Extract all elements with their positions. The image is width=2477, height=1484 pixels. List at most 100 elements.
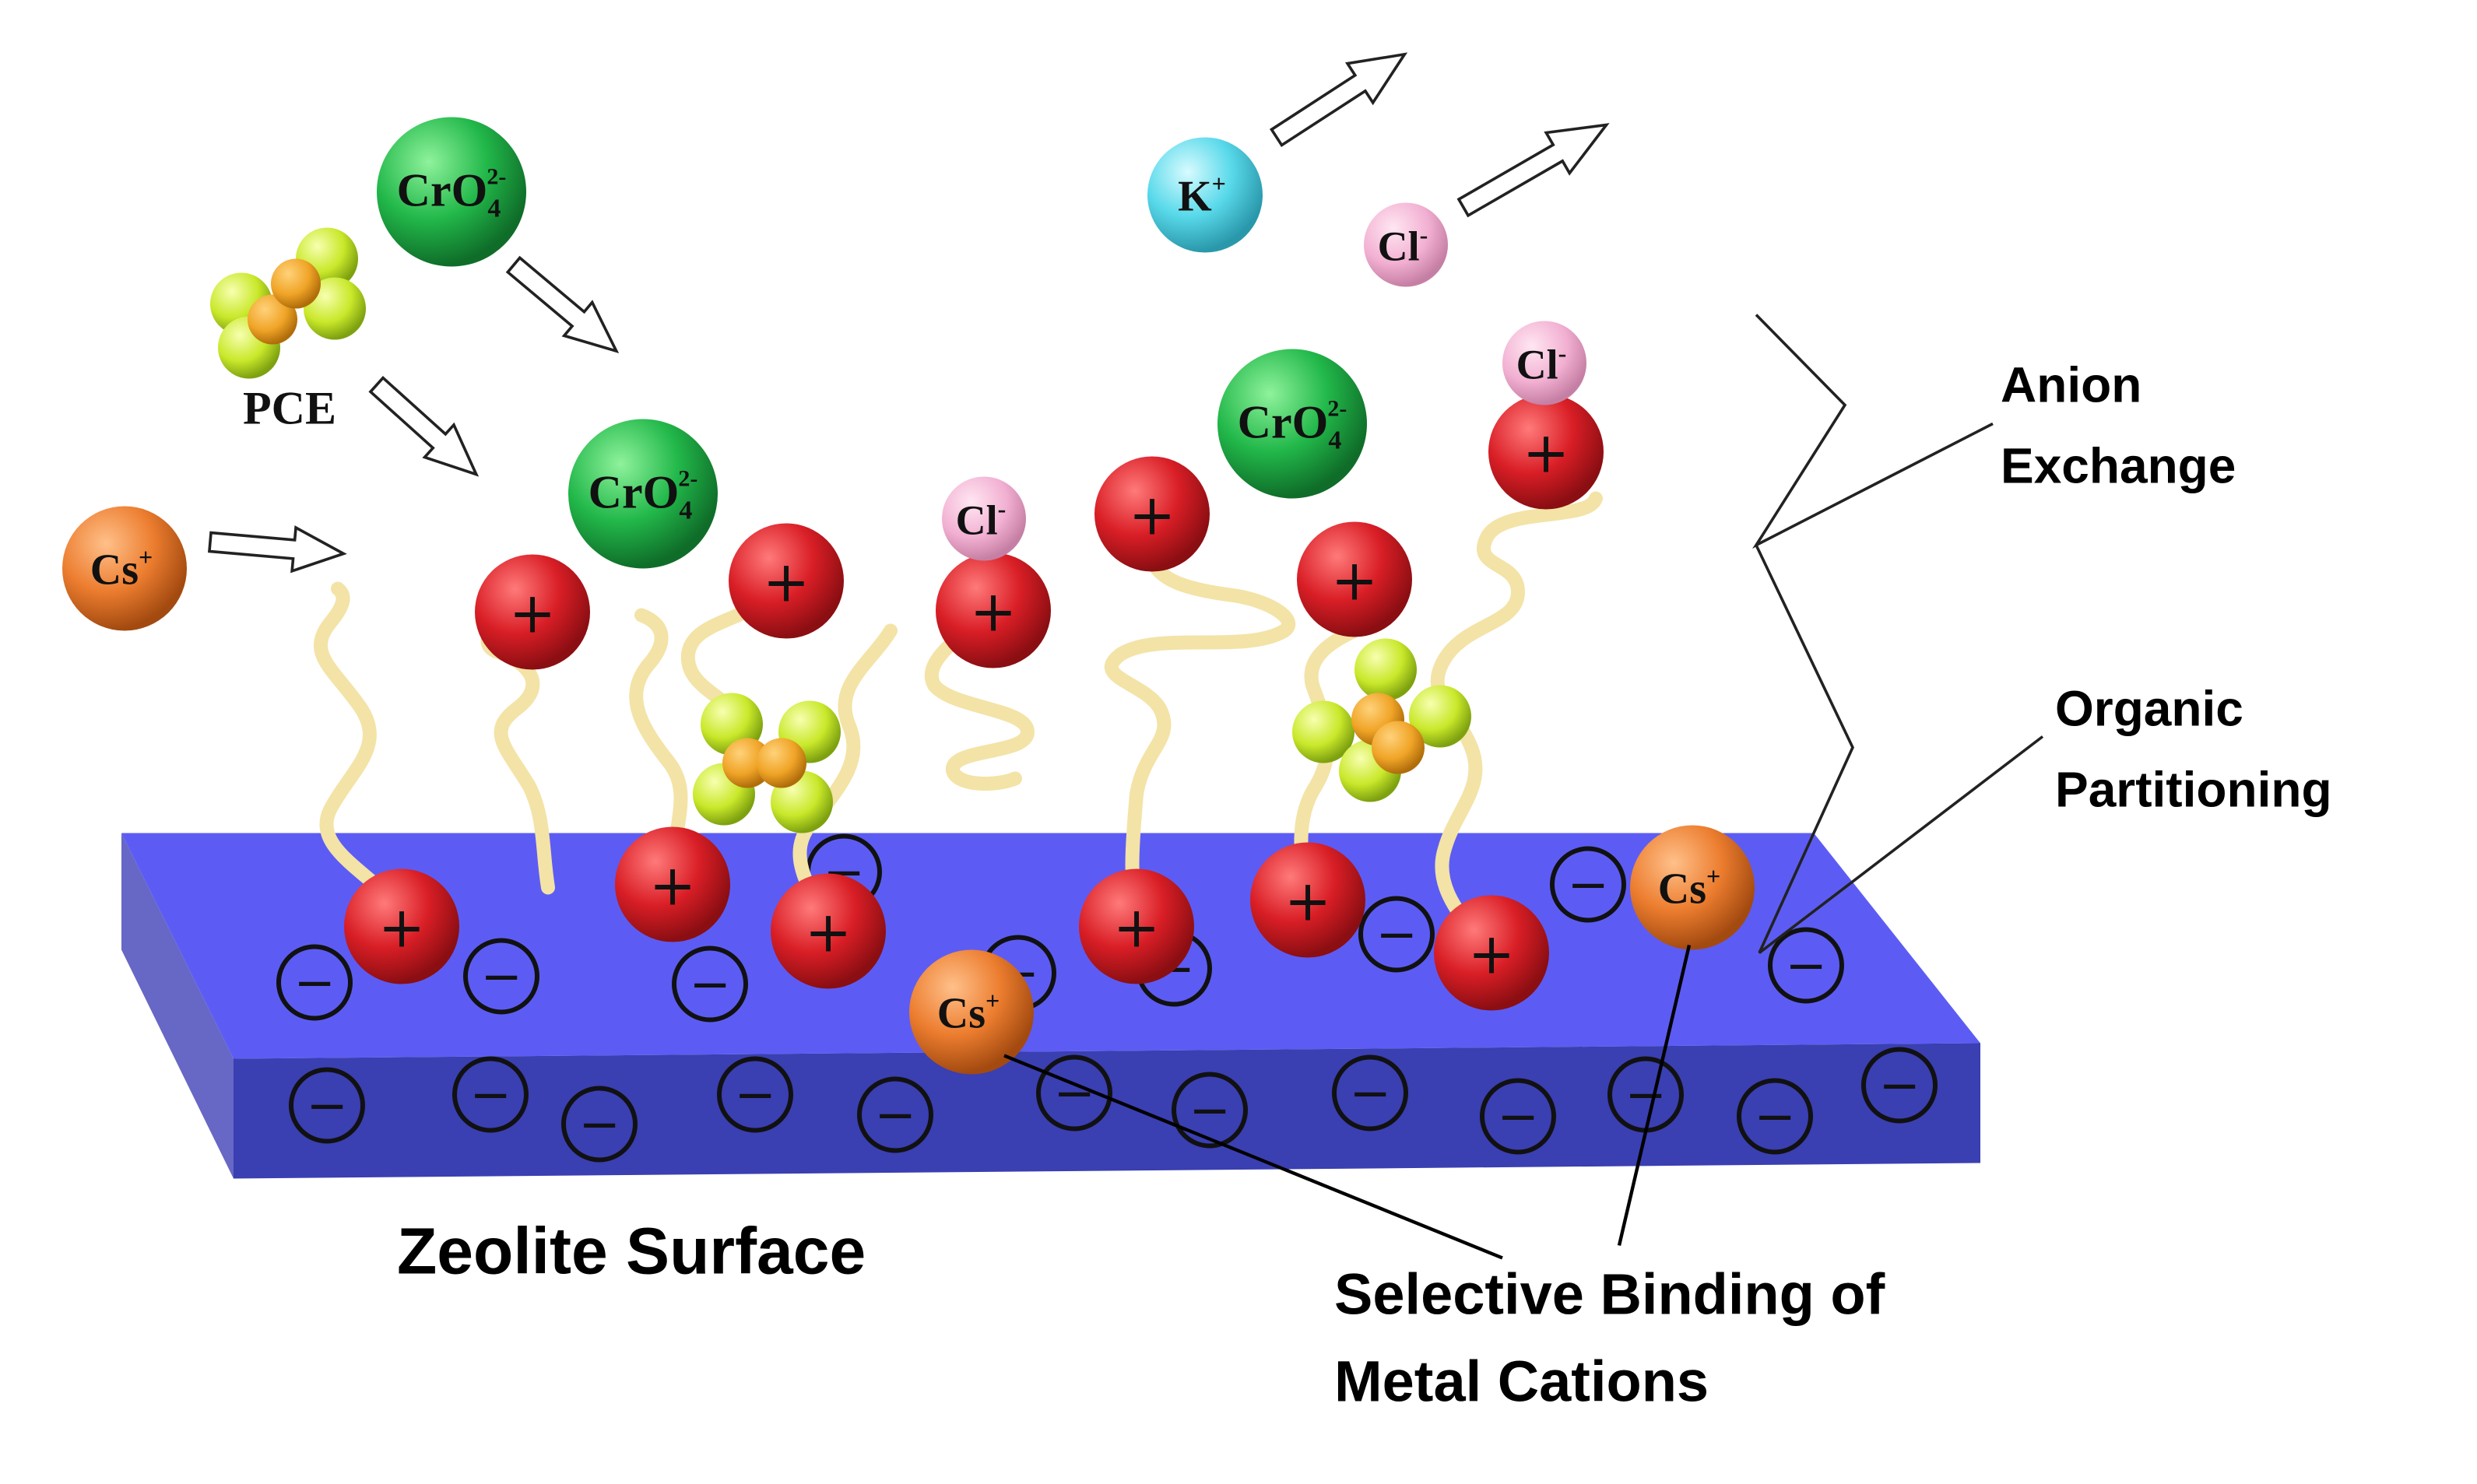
- svg-text:−: −: [1878, 1058, 1920, 1115]
- arrow-icon: [505, 255, 620, 353]
- negative-charge: −: [1480, 1078, 1556, 1155]
- surfactant-chain: [1430, 491, 1603, 957]
- negative-charge: −: [1737, 1078, 1813, 1155]
- cationic-head: +: [771, 873, 886, 989]
- svg-text:−: −: [1754, 1089, 1796, 1146]
- cesium-ion: Cs+: [1630, 825, 1755, 950]
- negative-charge: −: [717, 1056, 793, 1133]
- organic-partitioning-bracket: [1755, 544, 2044, 954]
- svg-text:+: +: [805, 900, 852, 965]
- zeolite-surface-label: Zeolite Surface: [397, 1215, 866, 1288]
- chromate-ion: CrO42-: [1217, 349, 1367, 499]
- svg-text:−: −: [1567, 857, 1609, 914]
- svg-text:−: −: [874, 1087, 916, 1145]
- svg-text:−: −: [578, 1096, 620, 1154]
- svg-text:+: +: [1523, 420, 1569, 486]
- svg-text:−: −: [469, 1067, 511, 1124]
- svg-text:Cl-: Cl-: [1378, 221, 1428, 270]
- cationic-head: +: [1250, 842, 1365, 958]
- arrow-icon: [208, 525, 347, 574]
- chloride-ion: Cl-: [1364, 202, 1448, 287]
- cesium-ion: Cs+: [909, 949, 1034, 1075]
- cationic-head: +: [1488, 394, 1604, 510]
- svg-text:−: −: [1785, 938, 1827, 995]
- svg-text:+: +: [1468, 921, 1515, 987]
- svg-text:+: +: [509, 581, 556, 646]
- svg-text:Cl-: Cl-: [1516, 339, 1567, 388]
- svg-text:+: +: [1284, 868, 1331, 934]
- svg-text:−: −: [306, 1078, 348, 1135]
- organic-partitioning-label: Organic Partitioning: [2055, 681, 2332, 818]
- surfactant-chain: [314, 581, 409, 918]
- svg-text:−: −: [480, 949, 522, 1006]
- pointer-line: [1003, 1054, 1503, 1260]
- cationic-head: +: [1079, 868, 1194, 984]
- chloride-ion: Cl-: [1502, 321, 1586, 405]
- pce-molecule-bound: [1292, 638, 1471, 802]
- potassium-ion: K+: [1147, 137, 1263, 253]
- pce-molecule-free: [210, 227, 366, 379]
- slab-side-face: [121, 833, 234, 1179]
- arrow-icon: [1269, 52, 1408, 148]
- cesium-ion: Cs+: [62, 506, 187, 631]
- pointer-line: [1617, 945, 1692, 1246]
- cationic-heads: + + + + + + + + + + + +: [344, 394, 1604, 1011]
- svg-text:+: +: [1113, 895, 1160, 960]
- flow-arrows: [208, 52, 1610, 574]
- svg-text:−: −: [734, 1067, 776, 1124]
- svg-text:−: −: [689, 956, 731, 1014]
- chromate-ion: CrO42-: [377, 117, 526, 267]
- cationic-head: +: [1297, 521, 1412, 637]
- cationic-head: +: [936, 553, 1051, 668]
- svg-text:+: +: [1331, 548, 1378, 613]
- negative-charge: −: [1036, 1054, 1112, 1131]
- pce-molecule-bound: [693, 693, 841, 833]
- negative-charge: −: [1172, 1072, 1248, 1149]
- svg-text:Cs+: Cs+: [90, 543, 153, 595]
- negative-charge: −: [289, 1067, 365, 1144]
- svg-text:Cl-: Cl-: [956, 495, 1007, 544]
- svg-text:−: −: [293, 955, 336, 1012]
- cationic-head: +: [344, 868, 459, 984]
- negative-charge: −: [1861, 1047, 1938, 1124]
- svg-text:Cs+: Cs+: [937, 987, 1000, 1038]
- svg-text:K+: K+: [1178, 170, 1226, 221]
- svg-text:−: −: [1349, 1065, 1391, 1123]
- svg-text:CrO42-: CrO42-: [397, 164, 507, 223]
- svg-text:CrO42-: CrO42-: [589, 466, 698, 525]
- svg-text:+: +: [763, 549, 810, 615]
- surfactant-chain: [629, 608, 688, 887]
- cationic-head: +: [1094, 456, 1210, 572]
- surfactant-chain: [792, 623, 898, 934]
- cationic-head: +: [729, 523, 844, 639]
- svg-text:−: −: [1053, 1065, 1095, 1123]
- svg-text:CrO42-: CrO42-: [1238, 396, 1347, 455]
- surfactant-chain: [924, 603, 1035, 791]
- negative-charge: −: [561, 1086, 638, 1163]
- chromate-ion: CrO42-: [568, 419, 718, 569]
- svg-text:−: −: [1376, 907, 1418, 964]
- cationic-head: +: [615, 826, 730, 942]
- anion-exchange-label: Anion Exchange: [2001, 357, 2236, 494]
- negative-charge: −: [276, 944, 353, 1021]
- negative-charge: −: [857, 1076, 933, 1153]
- arrow-icon: [368, 376, 480, 477]
- negative-charge: −: [1358, 896, 1435, 973]
- surfactant-chain: [1105, 553, 1296, 929]
- negative-charge: −: [1550, 846, 1626, 923]
- svg-text:+: +: [649, 853, 696, 918]
- chloride-ion: Cl-: [942, 476, 1026, 561]
- pce-label: PCE: [243, 383, 336, 434]
- svg-text:−: −: [1497, 1089, 1539, 1146]
- svg-text:+: +: [970, 579, 1017, 644]
- cationic-head: +: [1434, 895, 1549, 1011]
- cationic-head: +: [475, 554, 590, 670]
- anion-exchange-bracket: [1751, 314, 1994, 549]
- negative-charge: −: [1332, 1054, 1408, 1131]
- negative-charge: −: [452, 1056, 529, 1133]
- bracket-lines: [1751, 314, 2044, 954]
- negative-charge: −: [1768, 927, 1844, 1004]
- svg-text:+: +: [378, 895, 425, 960]
- selective-binding-pointers: [1003, 945, 1692, 1260]
